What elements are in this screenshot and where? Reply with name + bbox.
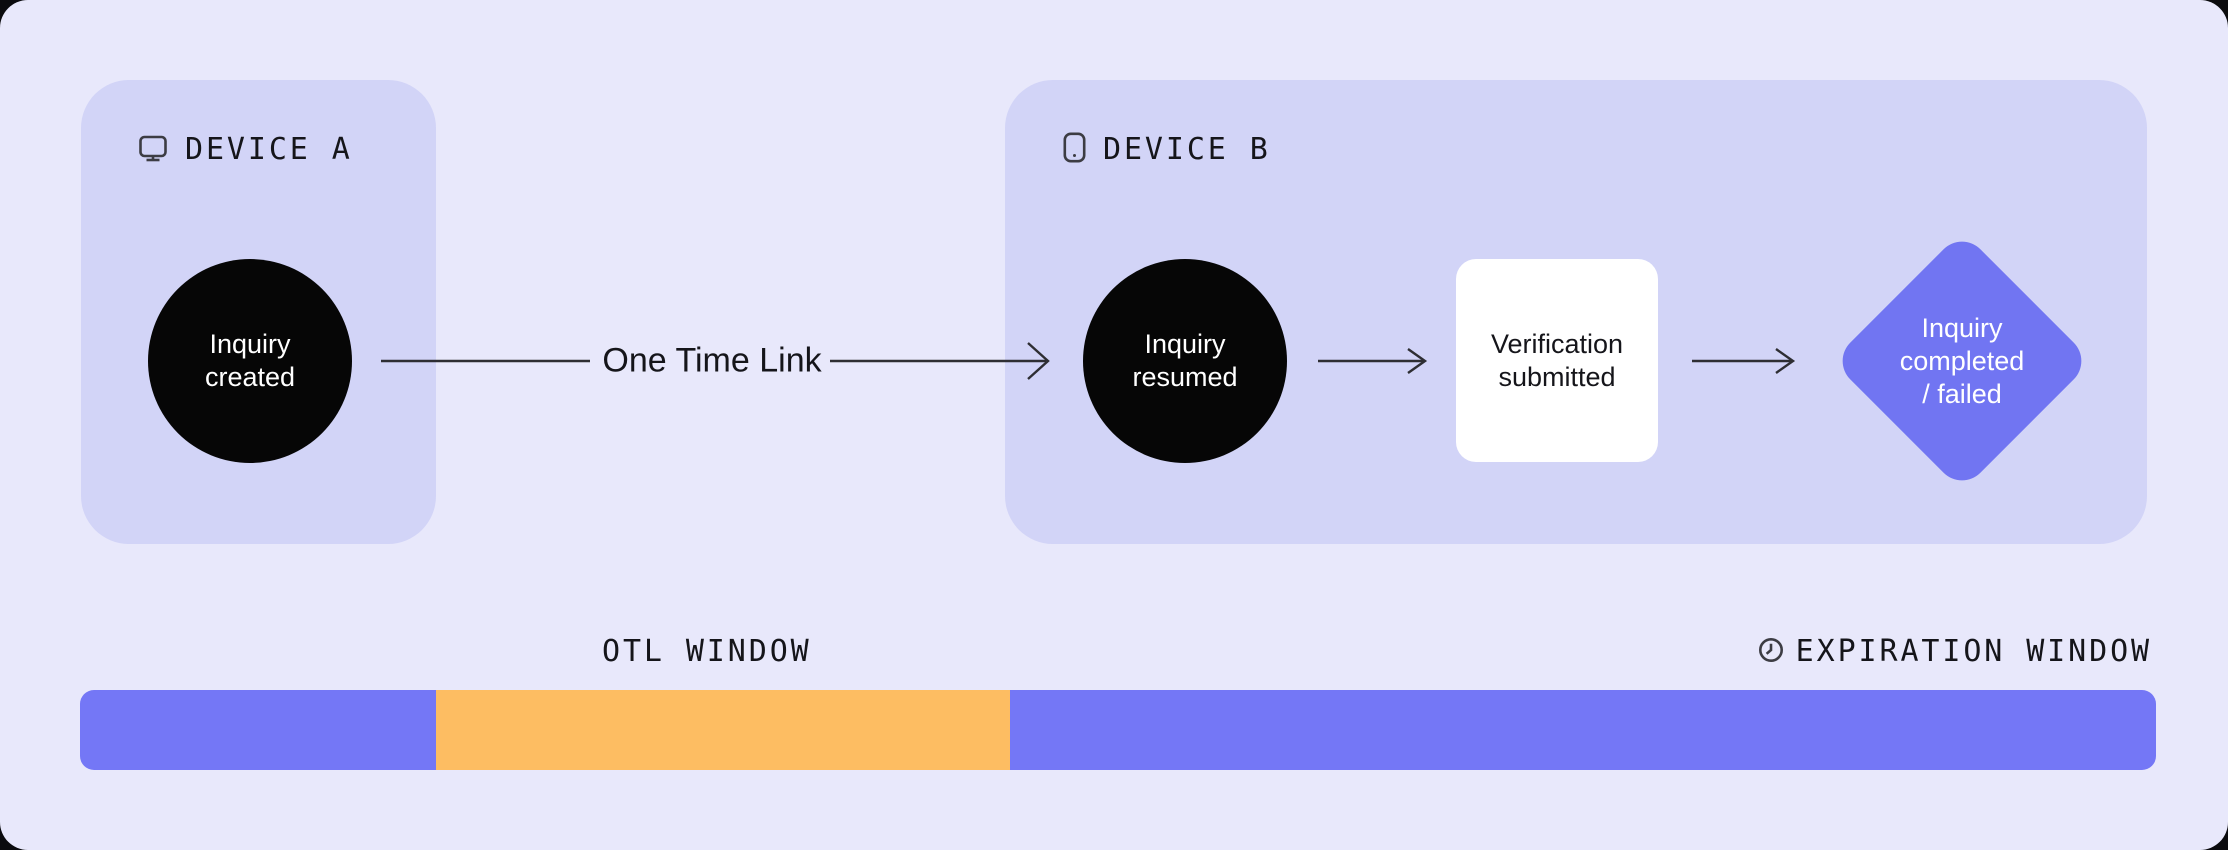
one-time-link-label: One Time Link xyxy=(602,341,822,380)
node-inquiry-created-text: Inquiry created xyxy=(204,329,296,392)
device-a-label: DEVICE A xyxy=(185,132,353,167)
desktop-monitor-icon xyxy=(138,134,168,167)
device-b-label: DEVICE B xyxy=(1103,132,1271,167)
node-inquiry-resumed-text: Inquiry resumed xyxy=(1132,329,1238,392)
bar-segment-pre-otl xyxy=(80,690,436,770)
expiration-window-header: EXPIRATION WINDOW xyxy=(1758,634,2152,670)
device-a-header: DEVICE A xyxy=(138,132,353,168)
node-inquiry-resumed: Inquiry resumed xyxy=(1083,259,1287,463)
node-inquiry-completed-failed-text: Inquiry completed / failed xyxy=(1899,312,2025,409)
bar-segment-otl-window xyxy=(436,690,1010,770)
clock-icon xyxy=(1758,637,1784,668)
node-verification-submitted: Verification submitted xyxy=(1456,259,1658,462)
bar-segment-expiration-window xyxy=(1010,690,2156,770)
otl-window-label: OTL WINDOW xyxy=(602,634,812,669)
timeline-bar xyxy=(80,690,2156,770)
expiration-window-label: EXPIRATION WINDOW xyxy=(1795,634,2152,669)
node-verification-submitted-text: Verification submitted xyxy=(1490,328,1624,392)
mobile-phone-icon xyxy=(1063,132,1086,168)
node-inquiry-created: Inquiry created xyxy=(148,259,352,463)
device-b-header: DEVICE B xyxy=(1063,132,1271,168)
node-inquiry-completed-failed: Inquiry completed / failed xyxy=(1831,230,2093,492)
